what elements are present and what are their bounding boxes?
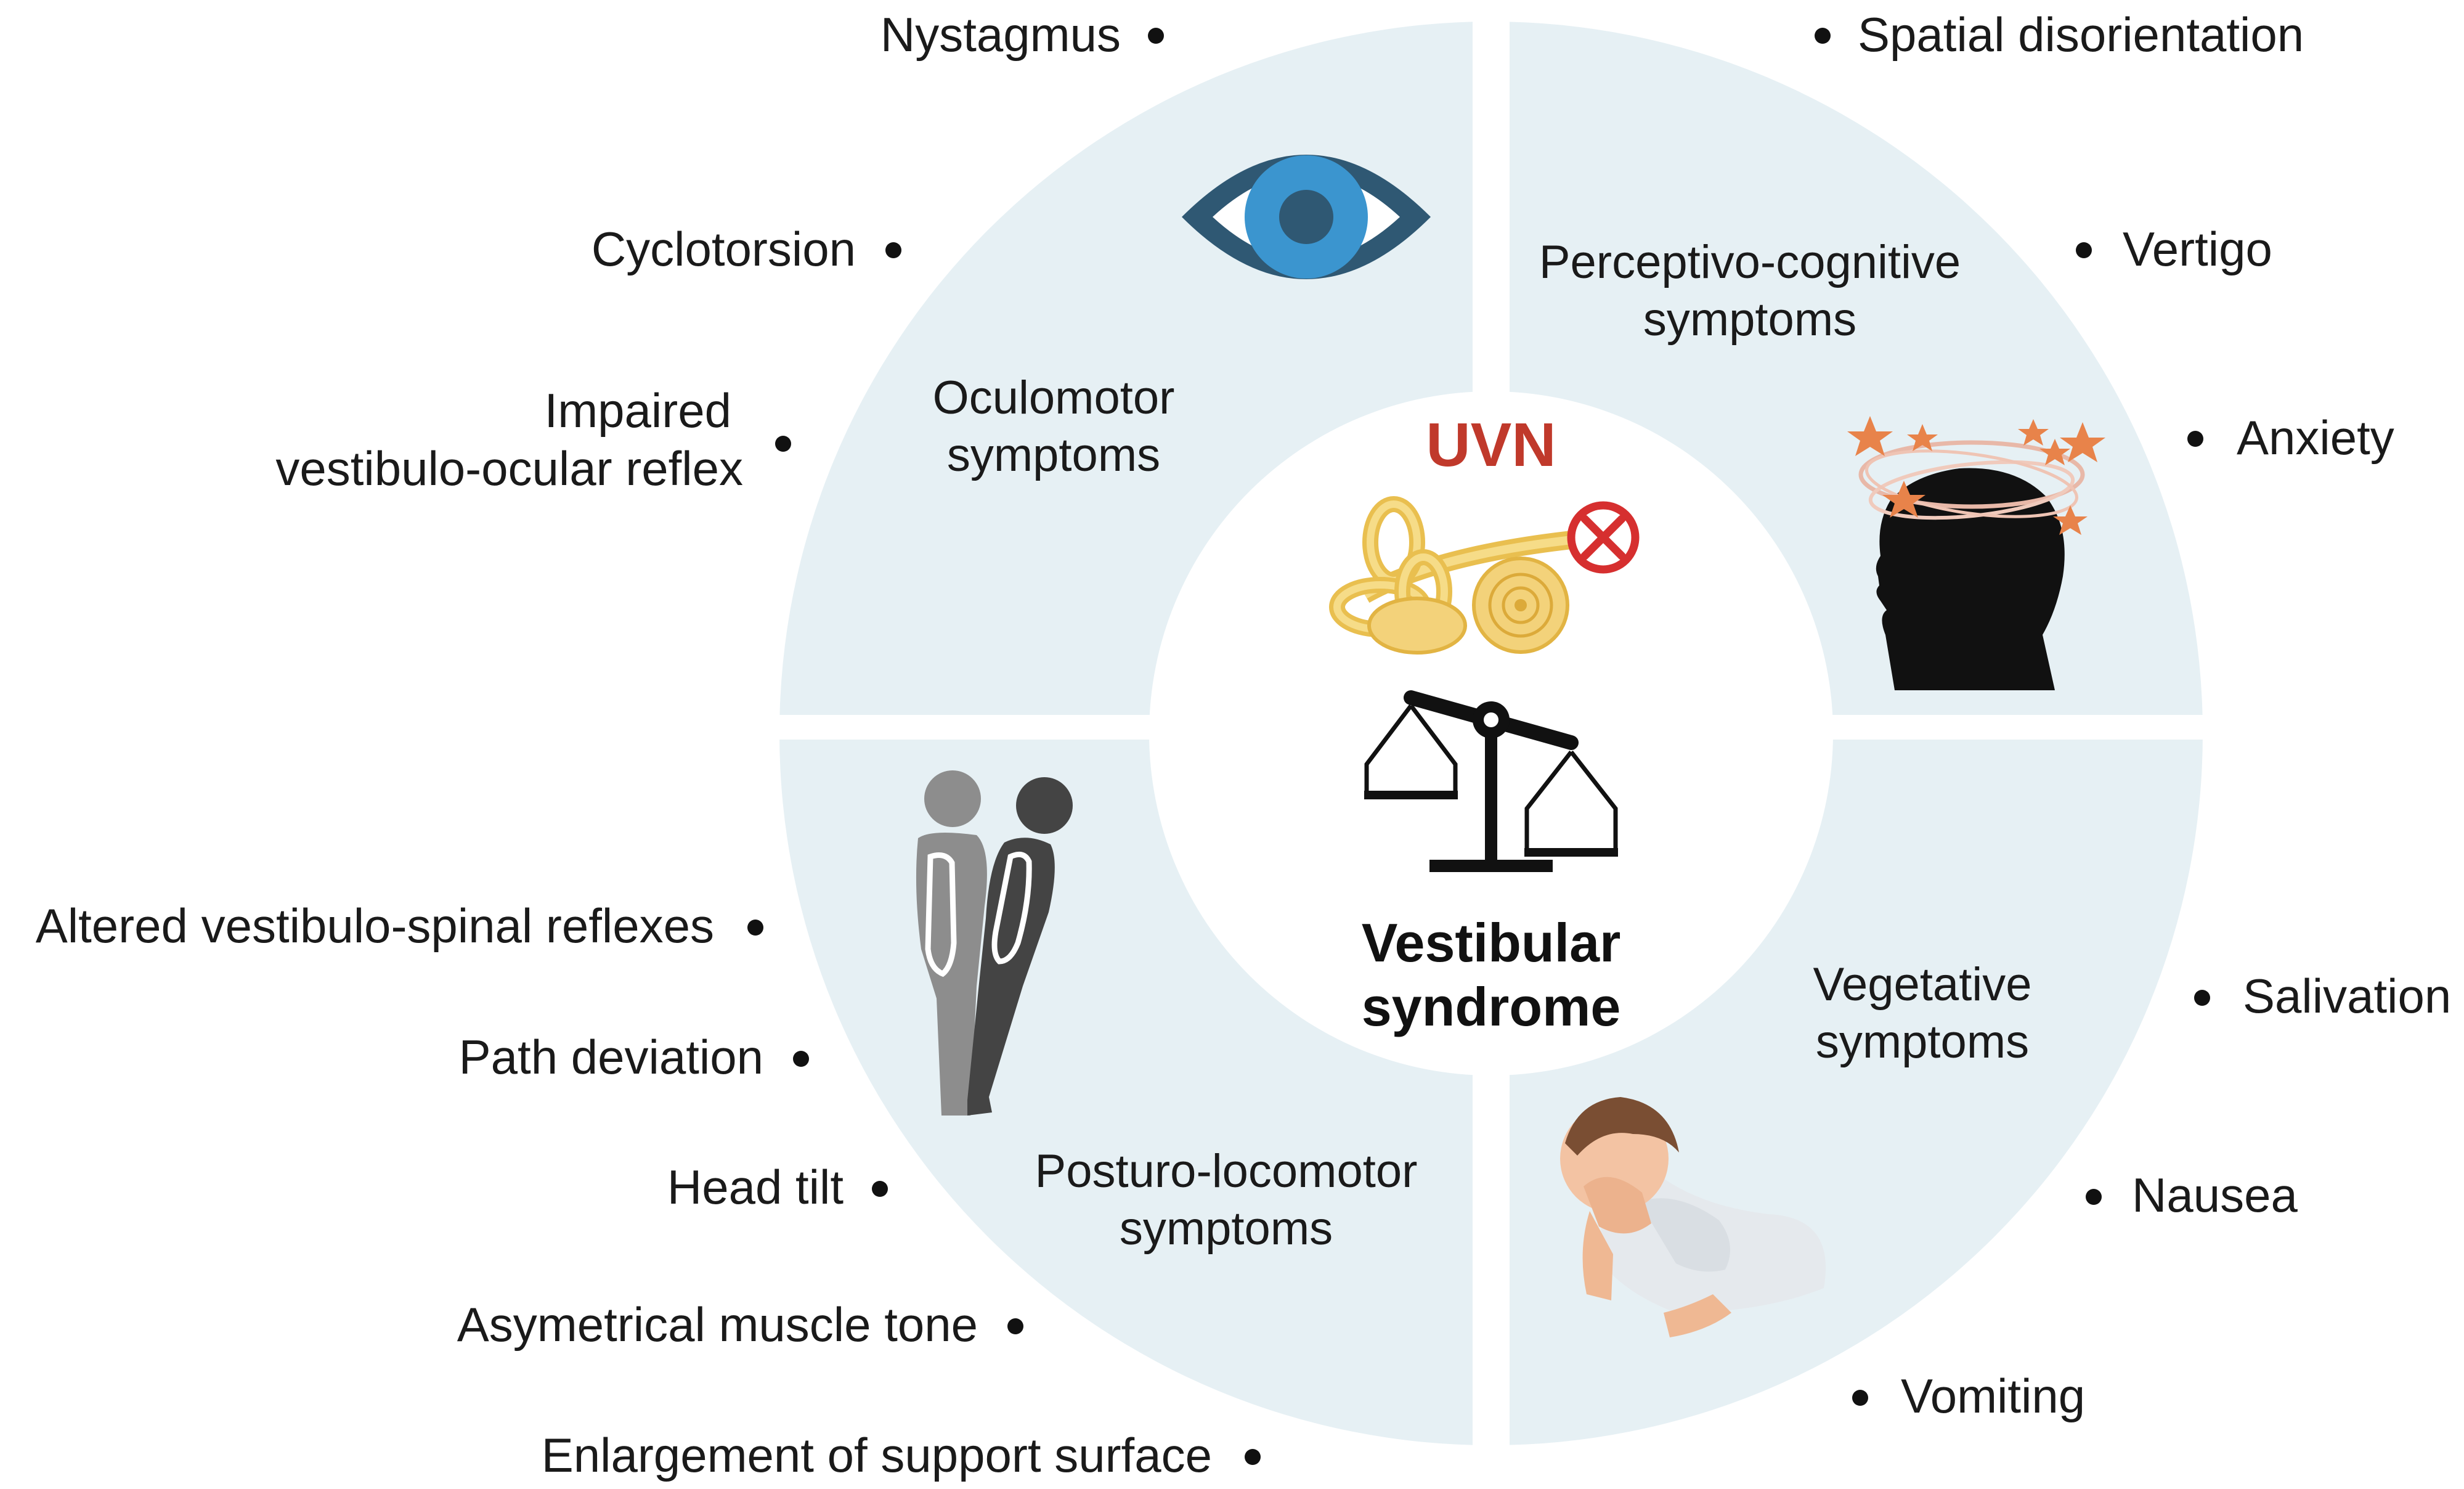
nauseous-person-icon xyxy=(1560,1097,1826,1337)
title-posturo-line2: symptoms xyxy=(1119,1202,1333,1255)
center-syndrome-line1: Vestibular xyxy=(1361,912,1621,973)
title-oculomotor-line2: symptoms xyxy=(946,428,1161,481)
title-oculomotor: Oculomotor symptoms xyxy=(893,370,1214,484)
label-vomiting: Vomiting xyxy=(1901,1369,2086,1423)
label-salivation: Salivation xyxy=(2243,969,2452,1023)
label-vor: vestibulo-ocular reflex xyxy=(275,441,743,496)
label-asymetrical-tone: Asymetrical muscle tone xyxy=(457,1297,978,1352)
tilted-figures-icon xyxy=(916,770,1073,1116)
blocked-nerve-icon xyxy=(1567,501,1640,574)
label-spatial-disorientation: Spatial disorientation xyxy=(1858,7,2304,62)
label-path-deviation: Path deviation xyxy=(458,1030,763,1084)
label-vertigo: Vertigo xyxy=(2123,222,2272,276)
label-cyclotorsion: Cyclotorsion xyxy=(591,222,856,276)
title-perceptivo-line2: symptoms xyxy=(1643,293,1857,346)
eye-icon xyxy=(1182,155,1431,279)
label-nausea: Nausea xyxy=(2132,1168,2298,1222)
label-anxiety: Anxiety xyxy=(2237,410,2394,465)
dizzy-head-icon xyxy=(1847,416,2105,690)
title-vegetative-line2: symptoms xyxy=(1815,1015,2030,1068)
title-vegetative: Vegetative symptoms xyxy=(1762,957,2083,1071)
title-perceptivo-line1: Perceptivo-cognitive xyxy=(1539,236,1961,288)
label-head-tilt: Head tilt xyxy=(667,1160,844,1214)
inner-ear-icon xyxy=(1329,496,1579,655)
title-vegetative-line1: Vegetative xyxy=(1813,958,2032,1011)
center-syndrome-line2: syndrome xyxy=(1361,976,1621,1037)
title-oculomotor-line1: Oculomotor xyxy=(932,372,1175,424)
label-support-surface: Enlargement of support surface xyxy=(541,1428,1212,1482)
center-uvn-label: UVN xyxy=(1426,410,1556,479)
balance-scale-icon xyxy=(1364,690,1618,872)
title-posturo-line1: Posturo-locomotor xyxy=(1035,1145,1418,1197)
center-syndrome-label: Vestibular syndrome xyxy=(1306,911,1676,1039)
label-impaired: Impaired xyxy=(544,383,731,438)
title-posturo: Posturo-locomotor symptoms xyxy=(986,1143,1466,1257)
title-perceptivo: Perceptivo-cognitive symptoms xyxy=(1497,234,2003,348)
label-altered-vsr: Altered vestibulo-spinal reflexes xyxy=(35,899,714,953)
label-nystagmus: Nystagmus xyxy=(880,7,1121,62)
bullets xyxy=(747,28,2210,1465)
